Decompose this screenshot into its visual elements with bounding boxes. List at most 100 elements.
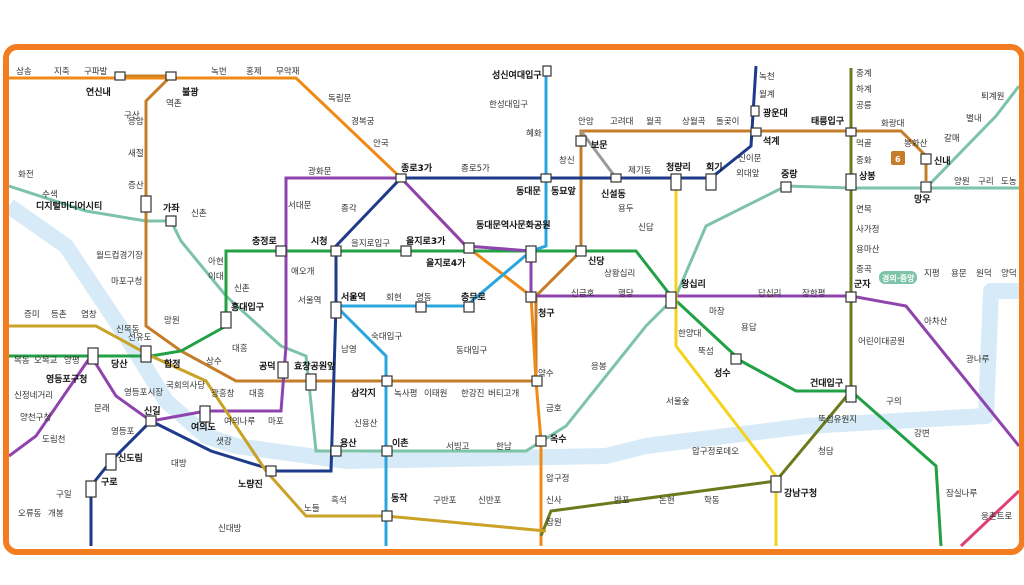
station-label[interactable]: 응암 [128,116,144,127]
station-label-euljiro3[interactable]: 을지로3가 [406,235,446,247]
station-marker-seoulyeok[interactable] [330,301,342,319]
station-label[interactable]: 월계 [759,89,775,100]
station-label[interactable]: 숙대입구 [371,332,402,342]
station-label[interactable]: 녹번 [211,67,227,77]
station-label-gongdeok[interactable]: 공덕 [259,361,276,372]
station-label[interactable]: 약수 [538,368,554,379]
station-label[interactable]: 월곡 [646,116,662,127]
station-label-seokgye[interactable]: 석계 [763,135,780,147]
station-label[interactable]: 애오개 [291,266,314,277]
station-label-euljiro4[interactable]: 을지로4가 [426,257,466,269]
station-label[interactable]: 동대입구 [456,346,487,356]
station-label[interactable]: 용마산 [856,244,880,255]
station-label[interactable]: 광흥창 [211,388,235,399]
station-label-gangnamgu[interactable]: 강남구청 [784,487,817,499]
station-marker-chungmuro[interactable] [463,301,475,313]
station-label[interactable]: 구리 [978,177,994,187]
station-label-kwangwoon[interactable]: 광운대 [763,107,788,119]
station-label[interactable]: 혜화 [526,129,542,139]
station-label[interactable]: 신대방 [218,523,242,534]
station-label[interactable]: 화전 [18,169,34,180]
station-label[interactable]: 신정네거리 [14,390,53,401]
station-label[interactable]: 별내 [966,113,982,124]
station-marker-euljiro4[interactable] [463,242,475,254]
station-label[interactable]: 오류동 [18,509,42,519]
station-label[interactable]: 한성대입구 [489,100,528,110]
station-label[interactable]: 영등포 [111,426,135,437]
station-label-yeongdeungpogu[interactable]: 영등포구청 [46,373,87,385]
station-label-jongno3[interactable]: 종로3가 [401,162,433,174]
station-label[interactable]: 답십리 [758,288,781,299]
station-label[interactable]: 하계 [856,84,872,95]
station-marker-geondae[interactable] [845,385,857,403]
station-label[interactable]: 남영 [341,344,357,355]
station-label[interactable]: 잠실나루 [946,488,977,499]
station-label-taereung[interactable]: 태릉입구 [811,115,844,127]
station-label[interactable]: 원덕 [976,268,992,279]
station-marker-hongdae[interactable] [220,311,232,329]
station-marker-gunja[interactable] [845,291,857,303]
station-label[interactable]: 한남 [496,442,512,452]
station-label[interactable]: 중화 [856,156,872,166]
station-label-singil[interactable]: 신길 [144,405,161,417]
station-label[interactable]: 망원 [164,315,180,326]
station-label[interactable]: 상왕십리 [604,268,635,279]
station-marker-yongsan[interactable] [330,445,342,457]
station-label[interactable]: 반포 [614,495,630,506]
station-marker-bomun[interactable] [575,135,587,147]
station-marker-hapjeong[interactable] [140,345,152,363]
station-marker-yeonsinnae[interactable] [114,71,126,81]
station-marker-singil[interactable] [145,415,157,427]
station-label[interactable]: 도농 [1001,177,1017,187]
station-label-seongsu[interactable]: 성수 [714,367,731,379]
station-label[interactable]: 국회의사당 [166,380,205,391]
station-label[interactable]: 샛강 [216,436,232,447]
station-label[interactable]: 무악재 [276,66,299,77]
station-label-chungmuro[interactable]: 충무로 [461,291,487,303]
station-label[interactable]: 한강진 [461,388,484,399]
station-marker-sinnae[interactable] [920,153,932,165]
station-label[interactable]: 구반포 [433,495,457,506]
station-label[interactable]: 논현 [659,496,675,506]
station-label[interactable]: 강변 [914,428,930,439]
station-label[interactable]: 신목동 [116,325,140,335]
station-label[interactable]: 구산 [124,110,140,121]
station-label[interactable]: 양천구청 [20,412,51,423]
station-label[interactable]: 신촌 [234,284,250,294]
station-label-seoulyeok[interactable]: 서울역 [341,291,366,303]
station-label-ichon[interactable]: 이촌 [392,437,409,449]
station-label[interactable]: 도림천 [42,434,65,445]
station-label[interactable]: 응봉 [591,362,607,372]
station-label-hapjeong[interactable]: 합정 [164,358,181,370]
station-label[interactable]: 서울역 [298,295,321,306]
station-marker-noryangjin[interactable] [265,465,277,477]
station-label[interactable]: 용답 [741,322,757,333]
station-label[interactable]: 개봉 [48,508,64,519]
station-label[interactable]: 이태원 [424,388,447,399]
station-marker-ddp[interactable] [525,245,537,263]
station-label-dongjak[interactable]: 동작 [391,493,408,504]
station-marker-sindang[interactable] [575,245,587,257]
station-label[interactable]: 홍제 [246,66,262,77]
station-label[interactable]: 대방 [171,458,187,469]
station-label-cheonggu[interactable]: 청구 [538,307,555,319]
station-label-sindorim[interactable]: 신도림 [118,452,143,464]
station-label[interactable]: 삼송 [16,66,32,77]
station-label-dongmyo[interactable]: 동묘앞 [551,185,577,197]
station-marker-oksu[interactable] [535,435,547,447]
station-label[interactable]: 증산 [128,180,144,191]
station-label-hoegi[interactable]: 회기 [706,161,723,173]
station-label[interactable]: 서대문 [288,201,312,211]
station-label[interactable]: 양원 [954,176,970,187]
station-label[interactable]: 안국 [373,138,389,149]
station-label[interactable]: 증미 [24,310,40,320]
station-label-sungshin[interactable]: 성신여대입구 [492,69,542,81]
station-label[interactable]: 청담 [818,446,834,457]
station-label[interactable]: 아차산 [924,316,948,327]
station-label[interactable]: 대흥 [232,343,248,354]
station-label[interactable]: 아현 [208,256,224,267]
station-marker-sicheong[interactable] [330,245,342,257]
station-label[interactable]: 광화문 [308,166,332,177]
station-label[interactable]: 양평 [64,355,80,366]
station-marker-hoehyeon[interactable] [415,301,427,313]
